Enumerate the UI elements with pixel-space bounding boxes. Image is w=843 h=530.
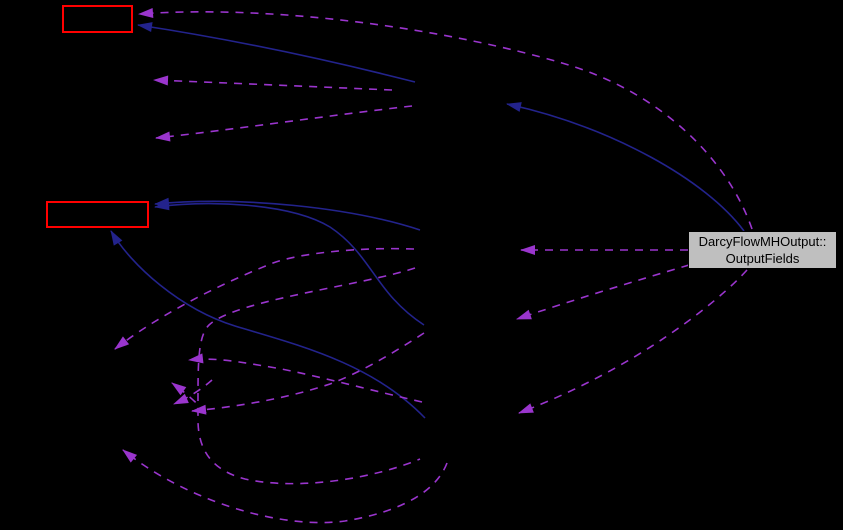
dashed-edge-mid-left-2 [191, 332, 425, 415]
dashed-edge-bottom-arc [122, 449, 448, 524]
solid-edge-to-highlight2-b [154, 200, 425, 326]
solid-edge-to-highlight1 [137, 22, 416, 83]
dashed-edge-cluster-short-2 [173, 379, 213, 405]
dashed-edge-mid-left-1 [114, 247, 415, 350]
solid-edge-to-highlight2-a [154, 197, 421, 231]
dashed-edge-cluster-long [188, 353, 423, 403]
dashed-edge-main-to-highlight1 [138, 8, 753, 230]
dashed-edge-main-lower-2 [518, 269, 748, 414]
solid-edge-from-main-upper [506, 102, 745, 232]
node-highlight-1[interactable] [62, 5, 133, 33]
dashed-edge-loop [197, 267, 421, 485]
solid-edge-to-highlight2-bottom [110, 230, 426, 419]
dashed-edge-main-lower-1 [516, 264, 690, 320]
dashed-edge-cluster-short-1 [171, 382, 207, 414]
dashed-edge-mid-upper-1 [153, 75, 393, 91]
node-darcyflowmhoutput-outputfields[interactable]: DarcyFlowMHOutput:: OutputFields [688, 231, 837, 269]
dashed-edge-mid-upper-2 [155, 105, 413, 142]
main-node-label-line1: DarcyFlowMHOutput:: [698, 234, 827, 249]
main-node-label-line2: OutputFields [725, 251, 800, 266]
node-highlight-2[interactable] [46, 201, 149, 228]
